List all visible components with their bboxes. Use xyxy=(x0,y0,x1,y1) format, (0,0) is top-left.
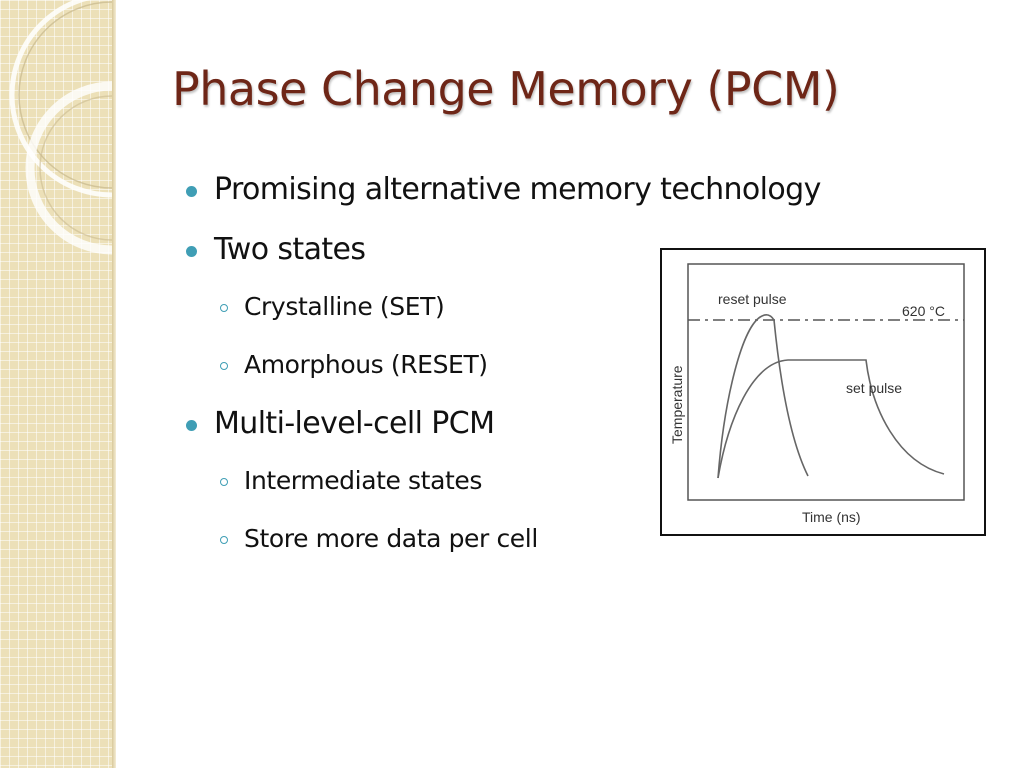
sub-bullet-text: Intermediate states xyxy=(244,466,482,495)
bullet-ring-icon xyxy=(220,304,228,312)
sidebar-edge xyxy=(112,0,116,768)
sub-bullet-text: Amorphous (RESET) xyxy=(244,350,488,379)
bullet-text: Two states xyxy=(214,232,366,267)
bullet-dot-icon xyxy=(186,246,197,257)
bullet-item: Two states xyxy=(186,232,1006,268)
bullet-item: Multi-level-cell PCM xyxy=(186,406,1006,442)
x-axis-label: Time (ns) xyxy=(802,509,861,525)
bullet-ring-icon xyxy=(220,362,228,370)
plot-frame xyxy=(687,263,965,501)
bullet-text: Promising alternative memory technology xyxy=(214,172,821,207)
reset-pulse-label: reset pulse xyxy=(718,291,787,307)
set-pulse-label: set pulse xyxy=(846,380,902,396)
sub-bullet-item: Store more data per cell xyxy=(186,524,1006,554)
reset-pulse-curve xyxy=(717,314,809,479)
bullet-item: Promising alternative memory technology xyxy=(186,172,1006,208)
sub-bullet-item: Crystalline (SET) xyxy=(186,292,1006,322)
slide-title: Phase Change Memory (PCM) xyxy=(172,62,840,116)
sub-bullet-item: Intermediate states xyxy=(186,466,1006,496)
bullet-ring-icon xyxy=(220,478,228,486)
sub-bullet-text: Store more data per cell xyxy=(244,524,538,553)
sub-bullet-item: Amorphous (RESET) xyxy=(186,350,1006,380)
y-axis-label: Temperature xyxy=(669,365,685,444)
decorative-sidebar xyxy=(0,0,112,768)
bullet-dot-icon xyxy=(186,420,197,431)
bullet-dot-icon xyxy=(186,186,197,197)
bullet-ring-icon xyxy=(220,536,228,544)
sidebar-rings-decoration xyxy=(9,0,112,255)
threshold-label: 620 °C xyxy=(902,303,945,319)
set-pulse-curve xyxy=(717,359,945,479)
sub-bullet-text: Crystalline (SET) xyxy=(244,292,445,321)
pulse-diagram: reset pulse set pulse 620 °C Time (ns) T… xyxy=(660,248,986,536)
bullet-list: Promising alternative memory technology … xyxy=(186,172,1006,582)
bullet-text: Multi-level-cell PCM xyxy=(214,406,495,441)
pulse-diagram-svg: reset pulse set pulse 620 °C Time (ns) T… xyxy=(669,263,965,525)
